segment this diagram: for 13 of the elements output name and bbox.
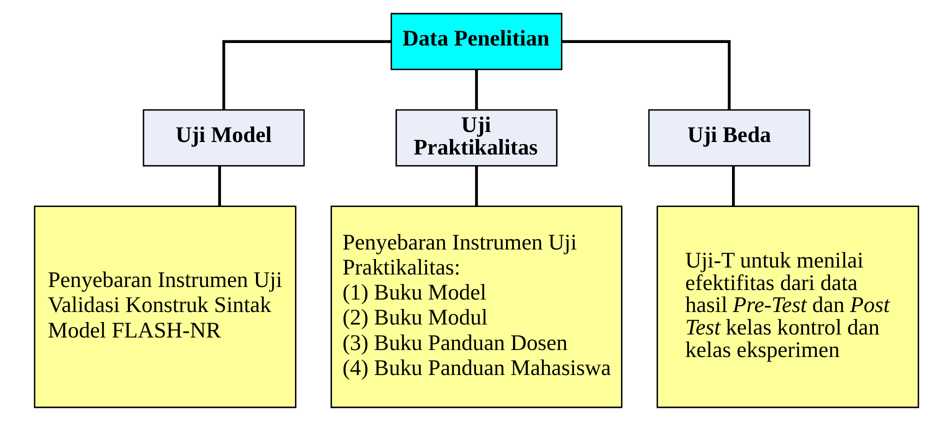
connector [474, 70, 478, 110]
node-box: Uji Model [142, 109, 304, 167]
connector [561, 40, 730, 110]
node-box: Data Penelitian [390, 12, 562, 70]
node-box: Uji Beda [648, 109, 810, 167]
node-box: Penyebaran Instrumen Uji Validasi Konstruk Sintak Model FLASH-NR [33, 206, 296, 408]
node-box: Uji Praktikalitas [395, 109, 557, 167]
node-box: Uji-T untuk menilai efektifitas dari data hasil Pre-Test dan Post Test kelas kontrol dan kelas eksperimen [656, 206, 919, 408]
node-box: Penyebaran Instrumen Uji Praktikalitas: (1) Buku Model (2) Buku Modul (3) Buku Panduan Dosen (4) Buku Panduan Mahasiswa [330, 206, 622, 408]
connector [474, 166, 478, 206]
connector [732, 166, 734, 206]
connector [222, 40, 391, 110]
connector [218, 166, 220, 206]
